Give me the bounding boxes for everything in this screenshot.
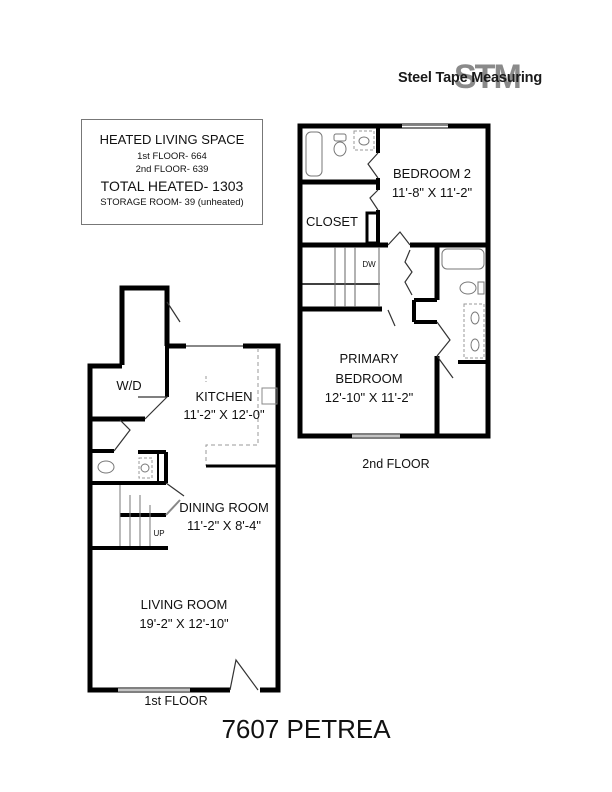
room-dims-living: 19'-2" X 12'-10" xyxy=(139,616,229,631)
room-label-closet: CLOSET xyxy=(306,214,358,229)
room-label-bedroom: BEDROOM xyxy=(335,371,402,386)
room-dims-bedroom-2: 11'-8" X 11'-2" xyxy=(392,185,473,200)
company-logo: STM Steel Tape Measuring xyxy=(398,60,543,96)
summary-storage: STORAGE ROOM- 39 (unheated) xyxy=(100,197,244,208)
room-label-primary: PRIMARY xyxy=(340,351,399,366)
room-label-wd: W/D xyxy=(116,378,141,393)
dw-label: DW xyxy=(362,260,376,269)
second-floor-plan xyxy=(297,123,491,439)
room-label-bedroom-2: BEDROOM 2 xyxy=(393,166,471,181)
stair-up-label: UP xyxy=(153,529,164,538)
logo-text: Steel Tape Measuring xyxy=(398,70,542,86)
summary-heading: HEATED LIVING SPACE xyxy=(99,132,245,147)
second-floor-caption: 2nd FLOOR xyxy=(362,457,429,471)
room-dims-kitchen: 11'-2" X 12'-0" xyxy=(183,407,265,422)
room-label-kitchen: KITCHEN xyxy=(195,389,252,404)
logo-monogram: STM xyxy=(454,58,522,96)
room-dims-primary-bedroom: 12'-10" X 11'-2" xyxy=(325,390,414,405)
summary-first-floor: 1st FLOOR- 664 xyxy=(137,151,207,162)
second-floor-labels: BEDROOM 2 11'-8" X 11'-2" CLOSET DW PRIM… xyxy=(306,166,472,471)
first-floor-labels: W/D KITCHEN 11'-2" X 12'-0" DINING ROOM … xyxy=(116,378,268,708)
room-label-living: LIVING ROOM xyxy=(141,597,228,612)
room-label-dining: DINING ROOM xyxy=(179,500,269,515)
first-floor-caption: 1st FLOOR xyxy=(144,694,207,708)
area-summary-box: HEATED LIVING SPACE 1st FLOOR- 664 2nd F… xyxy=(81,119,263,225)
summary-total: TOTAL HEATED- 1303 xyxy=(100,178,244,194)
summary-second-floor: 2nd FLOOR- 639 xyxy=(135,164,209,175)
first-floor-plan xyxy=(87,285,281,693)
property-title: 7607 PETREA xyxy=(221,714,391,744)
room-dims-dining: 11'-2" X 8'-4" xyxy=(187,518,261,533)
